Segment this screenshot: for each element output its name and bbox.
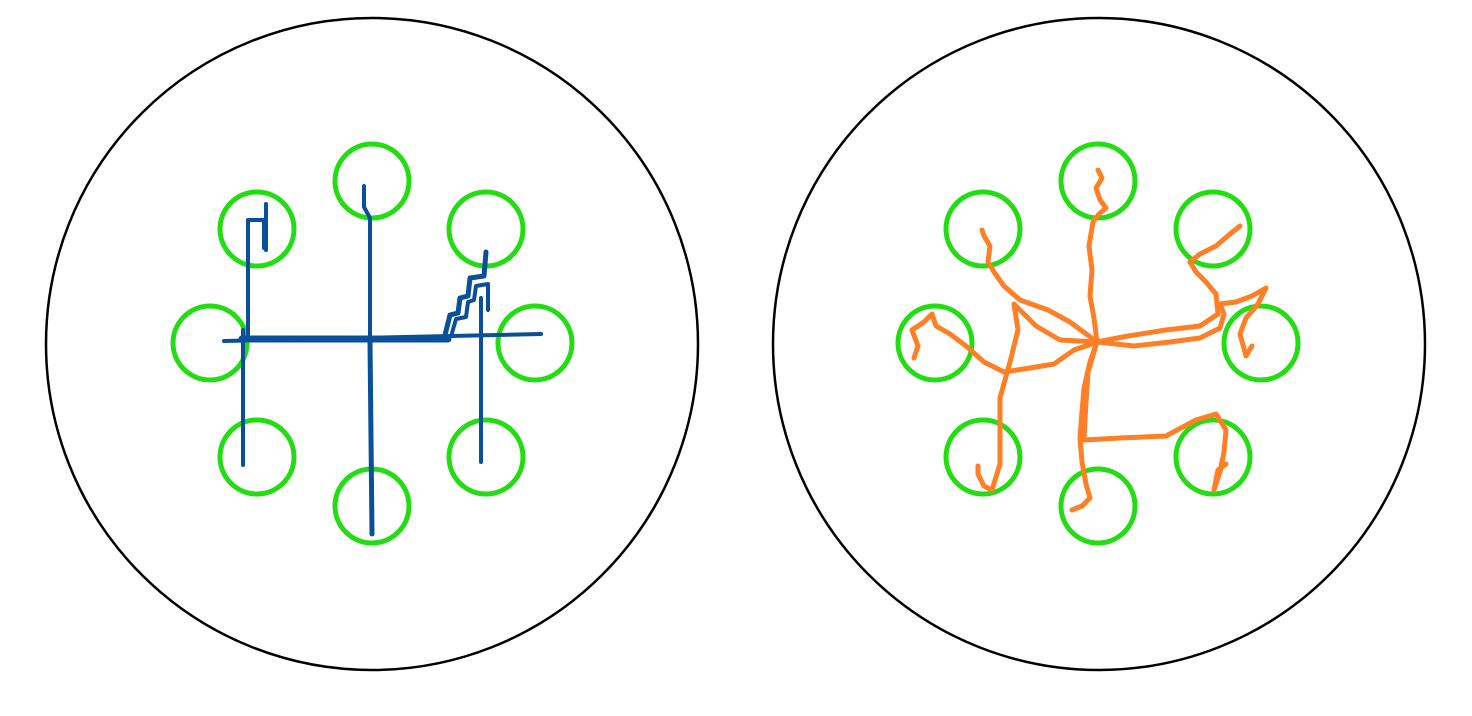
right-trajectory-to-ne <box>1094 223 1243 345</box>
left-panel <box>44 16 700 672</box>
left-trajectories <box>222 184 543 537</box>
right-target-ring-w <box>895 303 975 383</box>
left-target-rings <box>170 141 575 546</box>
right-arena-boundary <box>771 16 1427 672</box>
right-trajectories <box>909 167 1269 513</box>
left-target-ring-se <box>446 417 526 497</box>
left-trajectory-to-ne-staircase-2 <box>450 282 490 335</box>
left-target-ring-n <box>332 141 412 221</box>
right-panel <box>771 16 1427 672</box>
right-trajectory-to-nw <box>979 227 1100 345</box>
right-target-ring-e <box>1221 303 1301 383</box>
left-trajectory-to-n <box>362 184 372 343</box>
left-trajectory-horizontal-thin <box>222 332 543 343</box>
right-trajectory-to-se <box>1081 339 1229 493</box>
left-trajectory-to-s <box>367 338 375 537</box>
right-trajectory-to-e <box>1094 285 1269 359</box>
right-trajectory-to-sw <box>975 301 1100 493</box>
right-trajectory-to-w <box>909 311 1100 375</box>
left-trajectory-to-ne-staircase <box>442 249 489 338</box>
right-target-ring-sw <box>943 417 1023 497</box>
left-target-ring-nw <box>217 189 297 269</box>
right-target-ring-nw <box>943 189 1023 269</box>
left-arena-boundary <box>44 16 700 672</box>
right-trajectory-to-n <box>1086 167 1109 345</box>
left-target-ring-w <box>170 303 250 383</box>
left-target-ring-sw <box>217 417 297 497</box>
right-target-ring-s <box>1058 466 1138 546</box>
left-trajectory-to-nw <box>246 218 266 340</box>
right-target-ring-ne <box>1173 189 1253 269</box>
right-target-ring-se <box>1173 417 1253 497</box>
left-target-ring-e <box>495 303 575 383</box>
